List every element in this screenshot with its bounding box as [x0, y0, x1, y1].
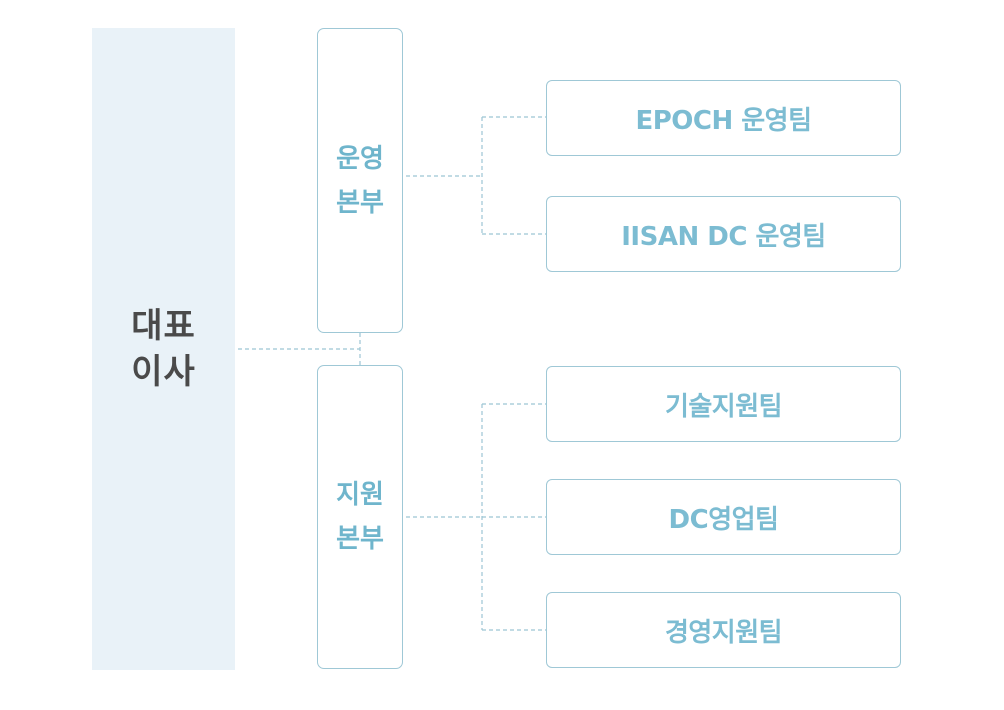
ceo-label: 대표 이사	[131, 303, 196, 395]
division-operations: 운영 본부	[317, 28, 403, 333]
team-iisan-dc-operations: IISAN DC 운영팀	[546, 196, 901, 272]
team-technical-support: 기술지원팀	[546, 366, 901, 442]
team-label: DC영업팀	[668, 504, 779, 535]
ceo-box: 대표 이사	[92, 28, 235, 670]
team-label: EPOCH 운영팀	[635, 105, 812, 136]
ceo-label-line1: 대표	[131, 306, 196, 346]
team-label: IISAN DC 운영팀	[621, 221, 826, 252]
team-epoch-operations: EPOCH 운영팀	[546, 80, 901, 156]
division-operations-line1: 운영	[336, 143, 384, 174]
division-support-line2: 본부	[336, 524, 384, 554]
division-operations-label: 운영 본부	[336, 137, 384, 225]
team-label: 기술지원팀	[664, 391, 783, 422]
division-support-label: 지원 본부	[336, 473, 384, 561]
division-operations-line2: 본부	[336, 187, 384, 218]
team-label: 경영지원팀	[664, 617, 783, 648]
team-dc-sales: DC영업팀	[546, 479, 901, 555]
division-support-line1: 지원	[336, 480, 384, 510]
team-management-support: 경영지원팀	[546, 592, 901, 668]
division-support: 지원 본부	[317, 365, 403, 669]
ceo-label-line2: 이사	[131, 352, 196, 392]
